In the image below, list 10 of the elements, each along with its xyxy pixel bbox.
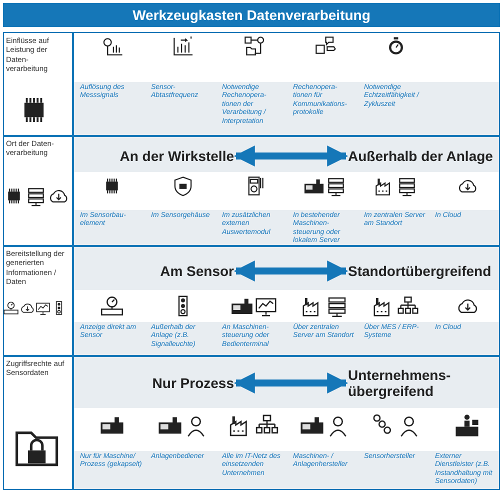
- scale-end-label: Unternehmens- übergreifend: [348, 367, 483, 400]
- double-arrow: [234, 260, 348, 282]
- double-arrow: [234, 372, 348, 394]
- scale-end-label: Nur Prozess: [152, 375, 234, 392]
- scale-end-label: Standortübergreifend: [348, 263, 492, 280]
- title-bar: Werkzeugkasten Datenverarbeitung: [3, 3, 500, 27]
- double-arrow: [234, 146, 348, 167]
- scale-end-label: Am Sensor: [160, 263, 234, 280]
- scale-end-label: An der Wirkstelle: [120, 148, 234, 164]
- scale-end-label: Außerhalb der Anlage: [348, 148, 493, 164]
